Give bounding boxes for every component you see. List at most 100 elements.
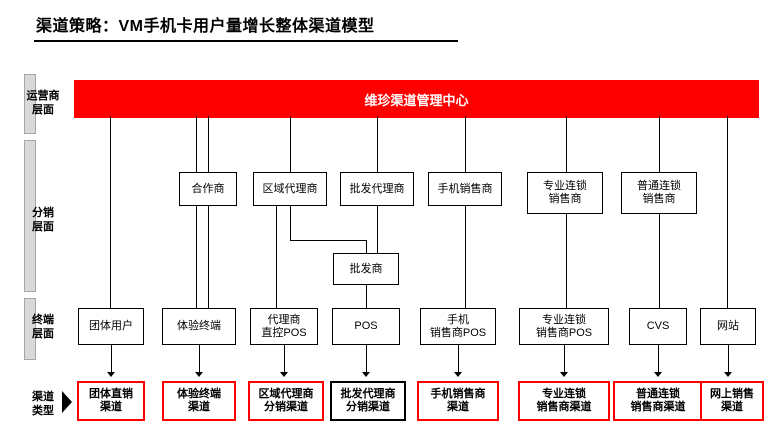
channel-general-chain-line2: 销售商渠道 xyxy=(630,401,686,413)
channel-online-line2: 渠道 xyxy=(721,401,743,413)
node-general-chain-seller-line1: 普通连锁 xyxy=(637,180,681,192)
arrow-line-3 xyxy=(284,345,285,373)
trunk-drop-1 xyxy=(110,116,111,308)
trunk-drop-5 xyxy=(377,116,378,172)
terminal-pro-chain-pos-line2: 销售商POS xyxy=(535,326,593,339)
node-pro-chain-seller-line2: 销售商 xyxy=(548,193,582,205)
arrow-head-5 xyxy=(454,372,462,377)
channel-phone-line2: 渠道 xyxy=(447,401,469,413)
channel-type-label-line1: 渠道 xyxy=(32,391,54,403)
page-title: 渠道策略：VM手机卡用户量增长整体渠道模型 xyxy=(36,18,375,35)
channel-pro-chain-line1: 专业连锁 xyxy=(542,388,586,400)
distribution-layer-label-line2: 层面 xyxy=(32,221,54,233)
regional-elbow-h xyxy=(290,240,366,241)
terminal-layer-label: 终端 层面 xyxy=(18,313,68,341)
regional-elbow-v xyxy=(290,206,291,240)
wholesaler-drop xyxy=(366,285,367,308)
arrow-line-8 xyxy=(728,345,729,373)
terminal-phone-pos: 手机 销售商POS xyxy=(420,308,496,345)
terminal-group-user: 团体用户 xyxy=(78,308,144,345)
master-center-box: 维珍渠道管理中心 xyxy=(74,80,759,118)
channel-direct-line2: 渠道 xyxy=(100,401,122,413)
channel-wholesale: 批发代理商 分销渠道 xyxy=(330,381,406,421)
terminal-agent-pos-line2: 直控POS xyxy=(261,326,307,339)
channel-phone: 手机销售商 渠道 xyxy=(417,381,499,421)
node-pro-chain-seller-line1: 专业连锁 xyxy=(543,180,587,192)
channel-regional-line1: 区域代理商 xyxy=(258,388,314,400)
channel-online-line1: 网上销售 xyxy=(710,388,754,400)
channel-general-chain-line1: 普通连锁 xyxy=(636,388,680,400)
arrow-line-6 xyxy=(564,345,565,373)
channel-wholesale-line2: 分销渠道 xyxy=(346,401,390,413)
arrow-line-1 xyxy=(111,345,112,373)
node-general-chain-seller-line2: 销售商 xyxy=(642,193,676,205)
channel-type-arrow-icon xyxy=(62,391,72,413)
arrow-head-1 xyxy=(107,372,115,377)
trunk-drop-4 xyxy=(290,116,291,172)
arrow-head-3 xyxy=(280,372,288,377)
trunk-drop-8 xyxy=(659,116,660,172)
operator-layer-label-line2: 层面 xyxy=(32,104,54,116)
channel-direct: 团体直销 渠道 xyxy=(77,381,145,421)
node-phone-seller: 手机销售商 xyxy=(428,172,502,206)
arrow-line-4 xyxy=(366,345,367,373)
operator-layer-label: 运营商 层面 xyxy=(18,89,68,117)
trunk-drop-3 xyxy=(208,116,209,172)
channel-pro-chain: 专业连锁 销售商渠道 xyxy=(518,381,610,421)
arrow-head-4 xyxy=(362,372,370,377)
general-chain-drop xyxy=(659,214,660,308)
distribution-layer-bar xyxy=(24,140,36,292)
title-underline xyxy=(34,40,458,42)
terminal-agent-pos-line1: 代理商 xyxy=(267,313,301,326)
node-general-chain-seller: 普通连锁 销售商 xyxy=(621,172,697,214)
terminal-cvs: CVS xyxy=(629,308,687,345)
operator-layer-bar xyxy=(24,74,36,134)
partner-drop xyxy=(208,206,209,308)
terminal-pro-chain-pos: 专业连锁 销售商POS xyxy=(519,308,609,345)
node-wholesaler: 批发商 xyxy=(333,253,399,285)
arrow-line-7 xyxy=(658,345,659,373)
regional-drop xyxy=(276,206,277,308)
wholesale-agent-drop xyxy=(377,206,378,253)
pro-chain-drop xyxy=(566,214,567,308)
channel-pro-chain-line2: 销售商渠道 xyxy=(536,401,592,413)
channel-general-chain: 普通连锁 销售商渠道 xyxy=(613,381,703,421)
channel-experience-line1: 体验终端 xyxy=(177,388,221,400)
channel-phone-line1: 手机销售商 xyxy=(430,388,486,400)
arrow-head-6 xyxy=(560,372,568,377)
arrow-head-7 xyxy=(654,372,662,377)
terminal-website: 网站 xyxy=(700,308,756,345)
channel-experience-line2: 渠道 xyxy=(188,401,210,413)
trunk-drop-9 xyxy=(727,116,728,308)
distribution-layer-label: 分销 层面 xyxy=(18,206,68,234)
trunk-drop-6 xyxy=(465,116,466,172)
terminal-layer-label-line1: 终端 xyxy=(32,314,54,326)
node-regional-agent: 区域代理商 xyxy=(253,172,327,206)
channel-type-label: 渠道 类型 xyxy=(18,390,68,418)
terminal-phone-pos-line2: 销售商POS xyxy=(429,326,487,339)
channel-online: 网上销售 渠道 xyxy=(700,381,764,421)
arrow-line-2 xyxy=(199,345,200,373)
channel-direct-line1: 团体直销 xyxy=(89,388,133,400)
channel-experience: 体验终端 渠道 xyxy=(162,381,236,421)
terminal-experience: 体验终端 xyxy=(162,308,236,345)
trunk-drop-7 xyxy=(566,116,567,172)
arrow-head-8 xyxy=(724,372,732,377)
operator-layer-label-line1: 运营商 xyxy=(26,90,60,102)
node-wholesale-agent: 批发代理商 xyxy=(340,172,414,206)
distribution-layer-label-line1: 分销 xyxy=(32,207,54,219)
terminal-pro-chain-pos-line1: 专业连锁 xyxy=(542,313,586,326)
regional-elbow-v2 xyxy=(366,240,367,253)
trunk-drop-2 xyxy=(196,116,197,308)
channel-wholesale-line1: 批发代理商 xyxy=(340,388,396,400)
terminal-agent-pos: 代理商 直控POS xyxy=(250,308,318,345)
node-partner: 合作商 xyxy=(179,172,237,206)
terminal-phone-pos-line1: 手机 xyxy=(447,313,469,326)
terminal-layer-label-line2: 层面 xyxy=(32,328,54,340)
channel-regional: 区域代理商 分销渠道 xyxy=(248,381,324,421)
arrow-line-5 xyxy=(458,345,459,373)
arrow-head-2 xyxy=(195,372,203,377)
phone-seller-drop xyxy=(465,206,466,308)
terminal-layer-bar xyxy=(24,298,36,360)
channel-regional-line2: 分销渠道 xyxy=(264,401,308,413)
